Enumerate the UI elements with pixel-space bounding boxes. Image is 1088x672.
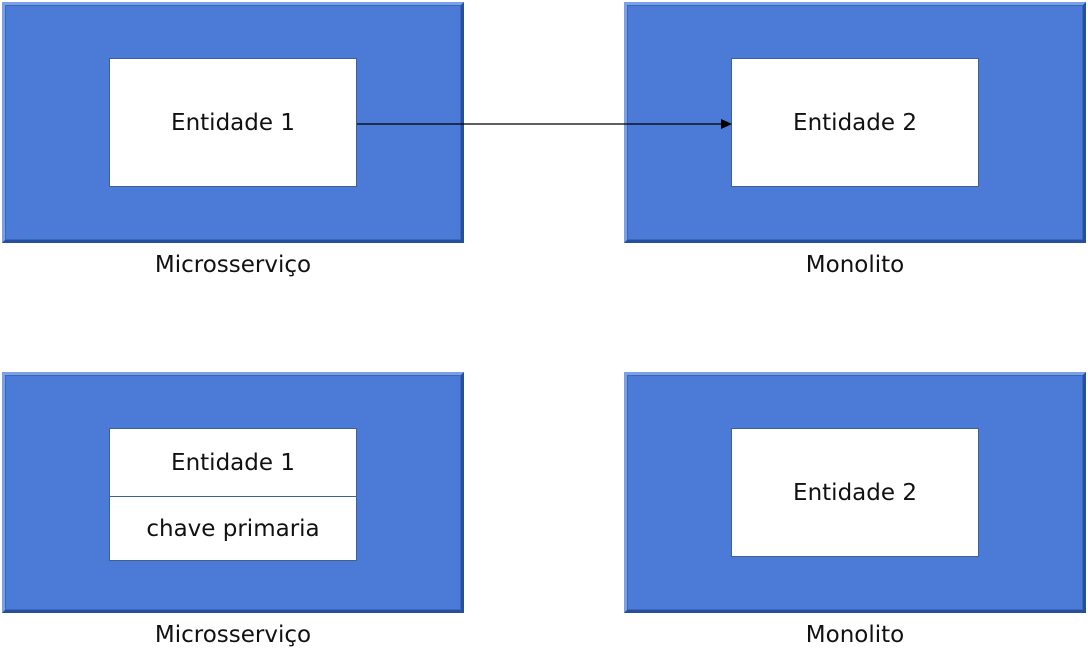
microservice-caption-bottom: Microsserviço <box>154 622 312 648</box>
entity-1-label-top: Entidade 1 <box>171 109 295 136</box>
entity-2-box-bottom: Entidade 2 <box>731 428 979 557</box>
entity-1-label-bottom: Entidade 1 <box>171 449 295 476</box>
microservice-caption-top: Microsserviço <box>154 252 312 278</box>
entity-1-box-top: Entidade 1 <box>109 58 357 187</box>
monolith-caption-bottom: Monolito <box>805 622 905 648</box>
monolith-caption-top: Monolito <box>805 252 905 278</box>
entity-1-header-cell: Entidade 1 <box>110 429 356 497</box>
entity-2-box-top: Entidade 2 <box>731 58 979 187</box>
entity-1-table-bottom: Entidade 1 chave primaria <box>109 428 357 561</box>
entity-2-label-top: Entidade 2 <box>793 109 917 136</box>
entity-2-label-bottom: Entidade 2 <box>793 479 917 506</box>
primary-key-cell: chave primaria <box>110 497 356 560</box>
primary-key-label: chave primaria <box>146 515 320 542</box>
